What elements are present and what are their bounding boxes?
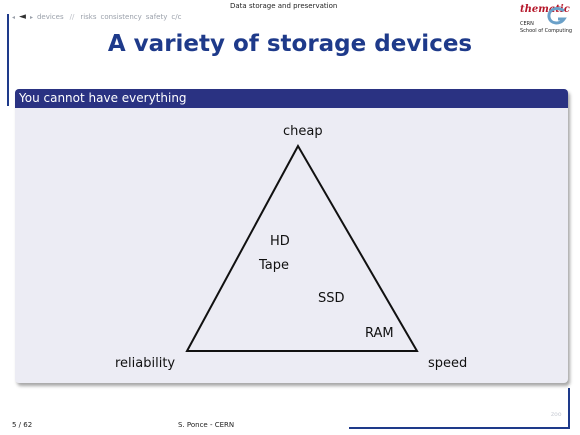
- footer-author: S. Ponce - CERN: [178, 421, 235, 429]
- frame-accent-bottom: [349, 427, 569, 429]
- block-header: You cannot have everything: [15, 89, 568, 108]
- device-tape: Tape: [259, 258, 290, 273]
- section-label: Data storage and preservation: [230, 2, 338, 10]
- nav-item-safety[interactable]: safety: [145, 13, 168, 21]
- nav-item-devices[interactable]: devices: [36, 13, 64, 21]
- footer-corner-label: zoo: [551, 411, 562, 418]
- nav-separator: //: [69, 13, 75, 21]
- logo-line-school: School of Computing: [520, 28, 573, 34]
- vertex-reliability: reliability: [115, 356, 176, 371]
- nav-item-cc[interactable]: c/c: [171, 13, 182, 21]
- logo-wordmark: thematic: [520, 4, 570, 15]
- block-body: cheap reliability speed HD Tape SSD RAM: [15, 108, 568, 383]
- content-block: You cannot have everything cheap reliabi…: [15, 89, 568, 383]
- device-hd: HD: [270, 234, 290, 249]
- nav-back-arrow-icon[interactable]: ◂: [12, 13, 16, 21]
- nav-home-icon[interactable]: ◄: [19, 12, 26, 22]
- logo-swirl-icon: [547, 7, 567, 25]
- logo: thematic CERN School of Computing: [508, 4, 574, 38]
- frame-accent-right: [568, 388, 570, 429]
- vertex-speed: speed: [428, 356, 468, 371]
- page-number: 5 / 62: [12, 421, 33, 429]
- nav-forward-arrow-icon[interactable]: ▸: [29, 13, 33, 21]
- device-ssd: SSD: [318, 291, 345, 306]
- nav-item-consistency[interactable]: consistency: [100, 13, 142, 21]
- tradeoff-triangle: [185, 143, 419, 352]
- slide-title: A variety of storage devices: [107, 31, 473, 57]
- navigation-bar: ◂ ◄ ▸ devices // risks consistency safet…: [12, 12, 181, 22]
- device-ram: RAM: [365, 326, 394, 341]
- logo-line-cern: CERN: [520, 21, 534, 27]
- triangle-shape: [185, 143, 419, 352]
- frame-accent-left: [7, 14, 9, 106]
- vertex-cheap: cheap: [283, 124, 323, 139]
- nav-item-risks[interactable]: risks: [80, 13, 97, 21]
